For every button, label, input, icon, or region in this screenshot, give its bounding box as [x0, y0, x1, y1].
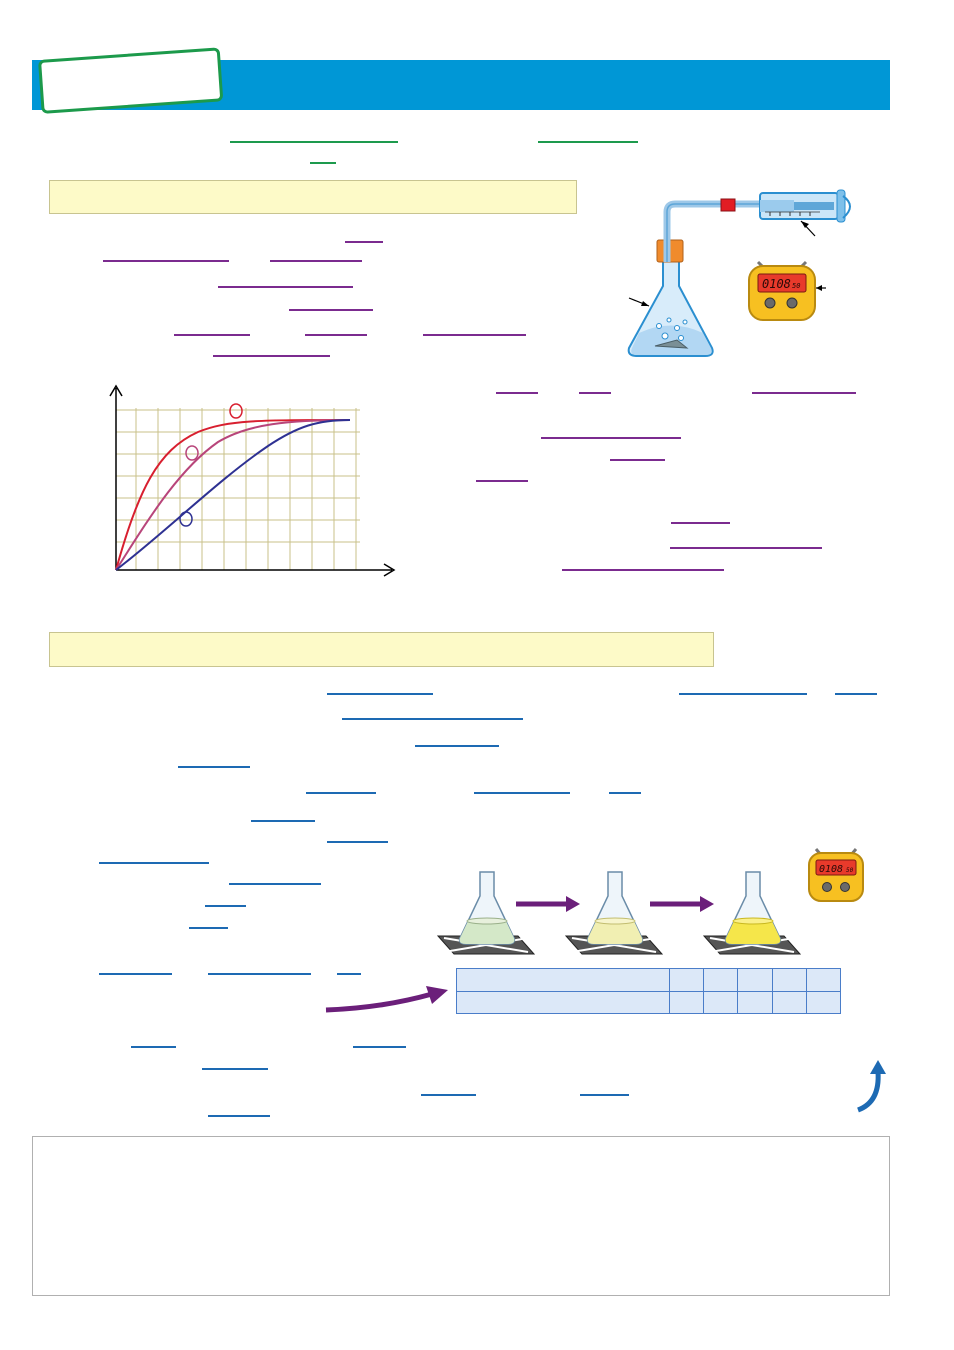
blank-line	[415, 745, 499, 747]
blank-line	[178, 766, 250, 768]
stopwatch-icon: 0108 50	[748, 260, 826, 321]
blank-line	[579, 392, 611, 394]
blank-line	[337, 973, 361, 975]
graph-curve-a	[115, 419, 351, 571]
blank-line	[174, 334, 250, 336]
graph-grid	[116, 408, 360, 570]
curve-label-marker	[185, 445, 199, 461]
blank-line	[131, 1046, 176, 1048]
curved-arrow-icon	[857, 1060, 886, 1113]
svg-text:50: 50	[792, 282, 800, 290]
flask-on-cross-icon	[436, 871, 536, 955]
table-cell	[805, 990, 842, 1014]
x-axis	[116, 563, 396, 577]
notes-box	[32, 1136, 890, 1296]
flask-on-cross-icon	[564, 871, 664, 955]
blank-line	[327, 841, 388, 843]
graph-curve-c	[115, 419, 351, 571]
table-cell	[456, 968, 670, 992]
table-cell	[668, 968, 705, 992]
curve-label-marker	[179, 511, 193, 527]
graph-curve-b	[115, 419, 351, 571]
table-cell	[737, 990, 773, 1014]
blank-line	[541, 437, 681, 439]
purple-arrow-icon	[325, 986, 448, 1013]
table-cell	[771, 990, 807, 1014]
svg-text:0108: 0108	[819, 864, 843, 875]
section-heading-box	[49, 632, 714, 667]
blank-line	[205, 905, 246, 907]
stopwatch-icon: 0108 50	[808, 848, 864, 902]
blank-line	[670, 547, 822, 549]
disappearing-cross-experiment	[436, 871, 802, 955]
gas-syringe-icon	[759, 189, 851, 223]
blank-line	[218, 286, 353, 288]
blank-line	[423, 334, 526, 336]
blank-line	[345, 241, 383, 243]
blank-line	[251, 820, 315, 822]
blank-line	[609, 792, 641, 794]
blank-line	[610, 459, 665, 461]
curve-label-marker	[229, 403, 243, 419]
results-table	[456, 968, 842, 1014]
blank-line	[99, 973, 172, 975]
blank-line	[327, 693, 433, 695]
blank-line	[99, 862, 209, 864]
blank-line	[496, 392, 538, 394]
table-cell	[668, 990, 705, 1014]
blank-line	[305, 334, 367, 336]
section-heading-box	[49, 180, 577, 214]
svg-text:0108: 0108	[762, 277, 791, 291]
purple-arrow-icon	[650, 896, 714, 912]
blank-line	[189, 927, 228, 929]
table-cell	[737, 968, 773, 992]
reaction-rate-graph	[109, 384, 396, 577]
blank-line	[103, 260, 229, 262]
blank-line	[270, 260, 362, 262]
blank-line	[353, 1046, 406, 1048]
blank-line	[202, 1068, 268, 1070]
conical-flask-icon	[627, 200, 760, 357]
blank-line	[306, 792, 376, 794]
blank-line	[562, 569, 724, 571]
table-cell	[456, 990, 670, 1014]
table-cell	[771, 968, 807, 992]
blank-line	[752, 392, 856, 394]
blank-line	[229, 883, 321, 885]
blank-line	[342, 718, 523, 720]
flask-on-cross-icon	[702, 871, 802, 955]
blank-line	[208, 1115, 270, 1117]
table-cell	[703, 968, 739, 992]
y-axis	[109, 384, 123, 570]
table-cell	[805, 968, 842, 992]
blank-line	[213, 355, 330, 357]
blank-line	[208, 973, 311, 975]
blank-line	[835, 693, 877, 695]
gas-syringe-apparatus	[627, 189, 851, 357]
blank-line	[580, 1094, 629, 1096]
blank-line	[421, 1094, 476, 1096]
svg-text:50: 50	[846, 867, 854, 874]
blank-line	[476, 480, 528, 482]
blank-line	[289, 309, 373, 311]
table-row	[456, 968, 842, 992]
table-row	[456, 990, 842, 1014]
blank-line	[230, 141, 398, 143]
blank-line	[671, 522, 730, 524]
purple-arrow-icon	[516, 896, 580, 912]
blank-line	[538, 141, 638, 143]
blank-line	[679, 693, 807, 695]
blank-line	[310, 162, 336, 164]
blank-line	[474, 792, 570, 794]
table-cell	[703, 990, 739, 1014]
